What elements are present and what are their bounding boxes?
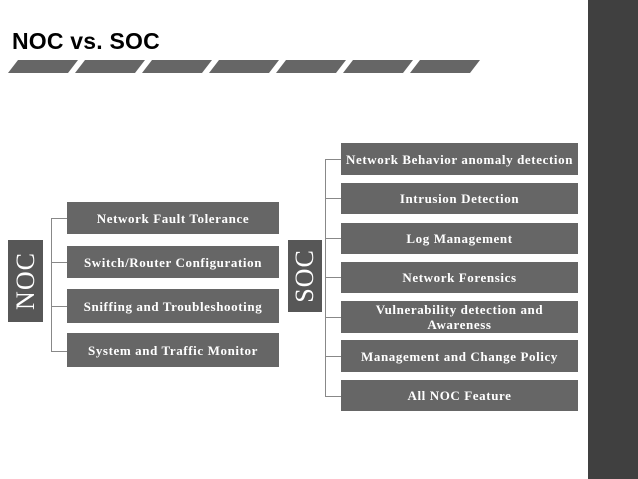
noc-item-network-fault-tolerance: Network Fault Tolerance <box>67 202 279 234</box>
soc-label: SOC <box>288 240 322 312</box>
soc-connector-branch <box>325 317 341 318</box>
soc-connector-branch <box>325 198 341 199</box>
decorative-stripe-band <box>8 60 480 73</box>
soc-connector-branch <box>325 159 341 160</box>
soc-connector-branch <box>325 277 341 278</box>
noc-item-sniffing-and-troubleshooting: Sniffing and Troubleshooting <box>67 289 279 323</box>
soc-item-management-and-change-policy: Management and Change Policy <box>341 340 578 372</box>
soc-item-network-forensics: Network Forensics <box>341 262 578 293</box>
soc-item-all-noc-feature: All NOC Feature <box>341 380 578 411</box>
soc-item-vulnerability-detection-and-awareness: Vulnerability detection and Awareness <box>341 301 578 333</box>
page-title: NOC vs. SOC <box>12 28 160 54</box>
noc-connector-branch <box>51 351 67 352</box>
soc-connector-branch <box>325 396 341 397</box>
soc-item-network-behavior-anomaly-detection: Network Behavior anomaly detection <box>341 143 578 175</box>
noc-label: NOC <box>8 240 43 322</box>
noc-connector-branch <box>51 306 67 307</box>
soc-connector-branch <box>325 356 341 357</box>
soc-connector-branch <box>325 238 341 239</box>
soc-item-intrusion-detection: Intrusion Detection <box>341 183 578 214</box>
noc-connector-branch <box>51 218 67 219</box>
noc-item-system-and-traffic-monitor: System and Traffic Monitor <box>67 333 279 367</box>
noc-connector-branch <box>51 262 67 263</box>
right-sidebar-panel <box>588 0 638 479</box>
noc-connector-trunk <box>51 218 52 351</box>
noc-item-switch-router-configuration: Switch/Router Configuration <box>67 246 279 278</box>
soc-item-log-management: Log Management <box>341 223 578 254</box>
